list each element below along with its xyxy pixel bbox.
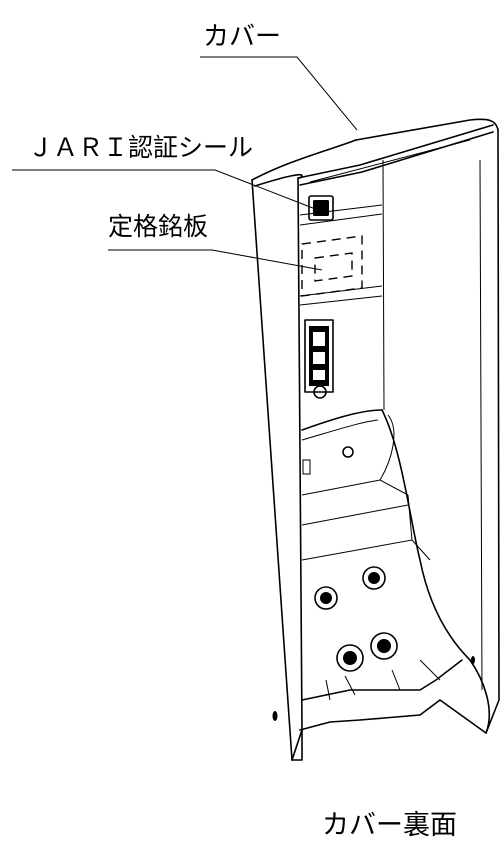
callout-cover-leader (200, 56, 358, 131)
screw-hole (471, 656, 475, 664)
callout-jari-seal-label: ＪＡＲＩ認証シール (28, 133, 253, 162)
caption: カバー裏面 (322, 810, 457, 841)
callout-rating-plate-label: 定格銘板 (108, 212, 208, 241)
rating-plate (301, 235, 363, 297)
cable-gland (362, 566, 386, 590)
cover-body (251, 118, 500, 761)
screw-hole (272, 711, 278, 721)
callout-cover-label: カバー (203, 22, 281, 52)
connector-block (304, 319, 334, 399)
callout-rating-plate-leader (108, 249, 323, 271)
cable-gland (336, 644, 364, 672)
cable-gland (370, 632, 398, 660)
jari-seal (308, 195, 334, 221)
cable-gland (314, 586, 338, 610)
mount-hole (342, 446, 354, 458)
callout-jari-seal-leader (12, 169, 319, 211)
latch-slot (302, 459, 311, 475)
